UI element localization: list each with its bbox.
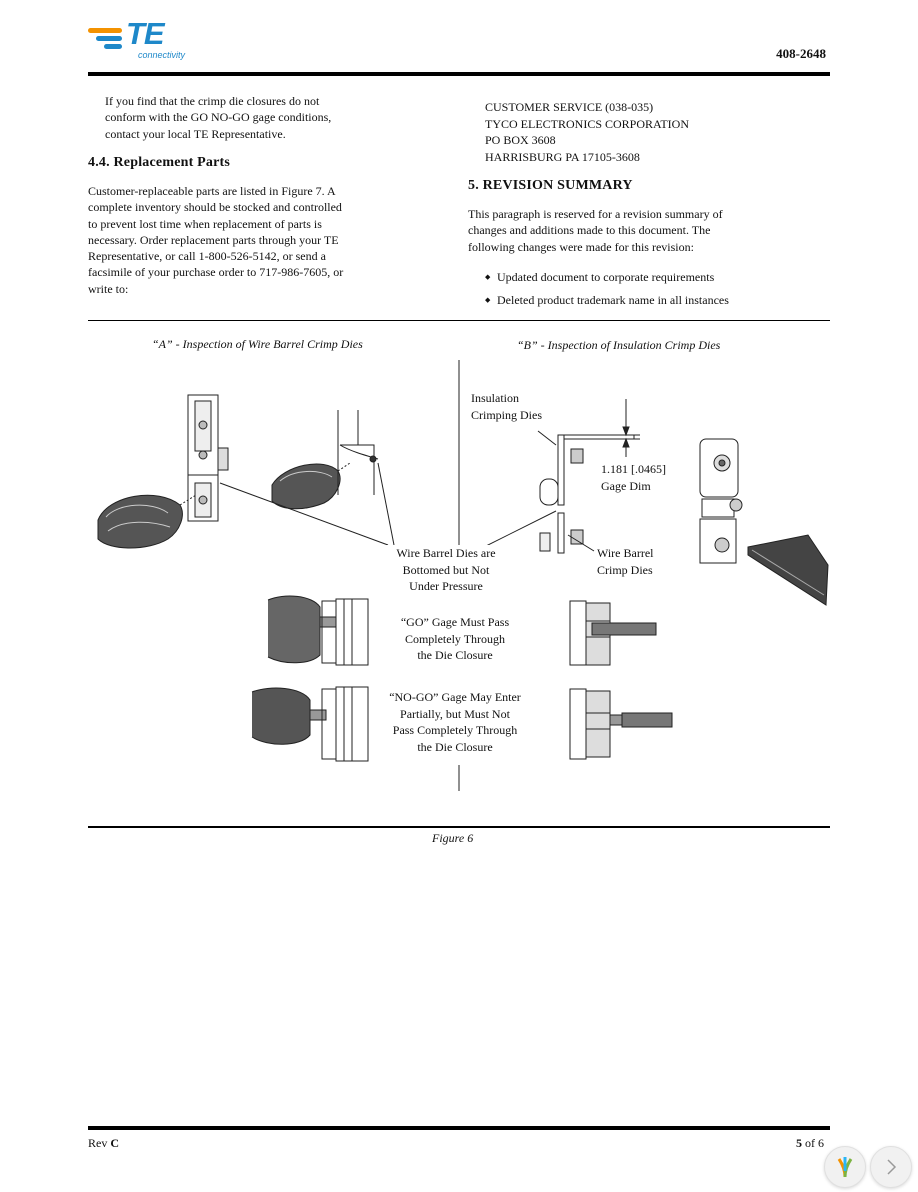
revision-bullet: Deleted product trademark name in all in… (485, 292, 785, 308)
address-line: TYCO ELECTRONICS CORPORATION (485, 116, 690, 131)
revision-prefix: Rev (88, 1136, 111, 1150)
label-line: Under Pressure (409, 579, 483, 593)
revision-label: Rev C (88, 1136, 119, 1151)
nogo-gage-detail-left (251, 686, 369, 762)
label-line: “GO” Gage Must Pass (400, 615, 510, 629)
next-page-button[interactable] (870, 1146, 912, 1188)
section-heading-revision-summary: 5. REVISION SUMMARY (468, 178, 633, 193)
go-gage-detail-right (569, 600, 657, 666)
header-rule (88, 72, 830, 76)
label-line: Pass Completely Through (392, 723, 518, 737)
insulation-die-side-view (467, 399, 640, 556)
label-nogo-gage: “NO-GO” Gage May Enter Partially, but Mu… (381, 689, 529, 755)
label-gage-dimension: 1.181 [.0465] Gage Dim (601, 461, 666, 494)
label-line: Crimping Dies (471, 407, 542, 422)
revision-bullet: Updated document to corporate requiremen… (485, 269, 785, 285)
insulation-die-stack (699, 438, 829, 606)
logo-text: TE (126, 16, 165, 51)
section-heading-replacement-parts: 4.4. Replacement Parts (88, 155, 231, 170)
label-line: the Die Closure (417, 739, 493, 754)
label-line: Crimp Dies (597, 562, 653, 577)
caption-insulation-inspection: “B” - Inspection of Insulation Crimp Die… (517, 338, 721, 352)
document-number: 408-2648 (776, 46, 826, 61)
label-line: 1.181 [.0465] (601, 462, 666, 476)
logo-tagline: connectivity (138, 50, 186, 60)
label-wire-barrel-bottomed: Wire Barrel Dies are Bottomed but Not Un… (381, 545, 511, 595)
label-line: Insulation (471, 391, 519, 405)
address-line: PO BOX 3608 (485, 133, 556, 147)
customer-service-address: CUSTOMER SERVICE (038-035) TYCO ELECTRON… (485, 99, 785, 165)
page-indicator: 5 of 6 (796, 1136, 824, 1151)
wire-barrel-die-stack (187, 394, 229, 522)
address-line: CUSTOMER SERVICE (038-035) (485, 100, 654, 114)
chevron-right-icon (887, 1159, 897, 1175)
leaf-icon (837, 1157, 853, 1178)
label-line: Bottomed but Not (402, 562, 490, 577)
label-line: Partially, but Must Not (400, 706, 510, 721)
label-line: Completely Through (404, 631, 506, 646)
nogo-gage-detail-right (569, 688, 673, 760)
viewer-logo-button[interactable] (824, 1146, 866, 1188)
label-line: the Die Closure (417, 648, 493, 662)
intro-paragraph: If you find that the crimp die closures … (105, 94, 332, 141)
label-line: Wire Barrel (597, 546, 654, 560)
caption-wire-barrel-inspection: “A” - Inspection of Wire Barrel Crimp Di… (152, 337, 363, 351)
te-logo-mark (88, 28, 122, 49)
te-logo: TE connectivity (88, 16, 198, 62)
gage-tool-middle (271, 462, 351, 510)
gage-tool-left (97, 494, 197, 549)
label-line: Gage Dim (601, 478, 651, 493)
revision-summary-paragraph: This paragraph is reserved for a revisio… (468, 207, 723, 254)
label-go-gage: “GO” Gage Must Pass Completely Through t… (382, 614, 528, 664)
page-number: 5 (796, 1136, 802, 1150)
label-line: “NO-GO” Gage May Enter (389, 690, 521, 704)
replacement-parts-paragraph: Customer-replaceable parts are listed in… (88, 184, 344, 296)
go-gage-detail-left (267, 595, 369, 666)
figure-title: Figure 6 (432, 831, 474, 845)
figure-top-rule (88, 320, 830, 321)
label-line: Wire Barrel Dies are (396, 546, 496, 560)
page-total: of 6 (802, 1136, 824, 1150)
revision-bullet-list: Updated document to corporate requiremen… (485, 269, 785, 315)
label-wire-barrel-crimp-dies: Wire Barrel Crimp Dies (597, 545, 653, 578)
figure-bottom-rule (88, 826, 830, 828)
revision-value: C (110, 1136, 120, 1150)
inspection-illustration (97, 360, 829, 791)
footer-rule (88, 1126, 830, 1130)
address-line: HARRISBURG PA 17105-3608 (485, 149, 640, 164)
label-insulation-crimping-dies: Insulation Crimping Dies (471, 390, 542, 423)
